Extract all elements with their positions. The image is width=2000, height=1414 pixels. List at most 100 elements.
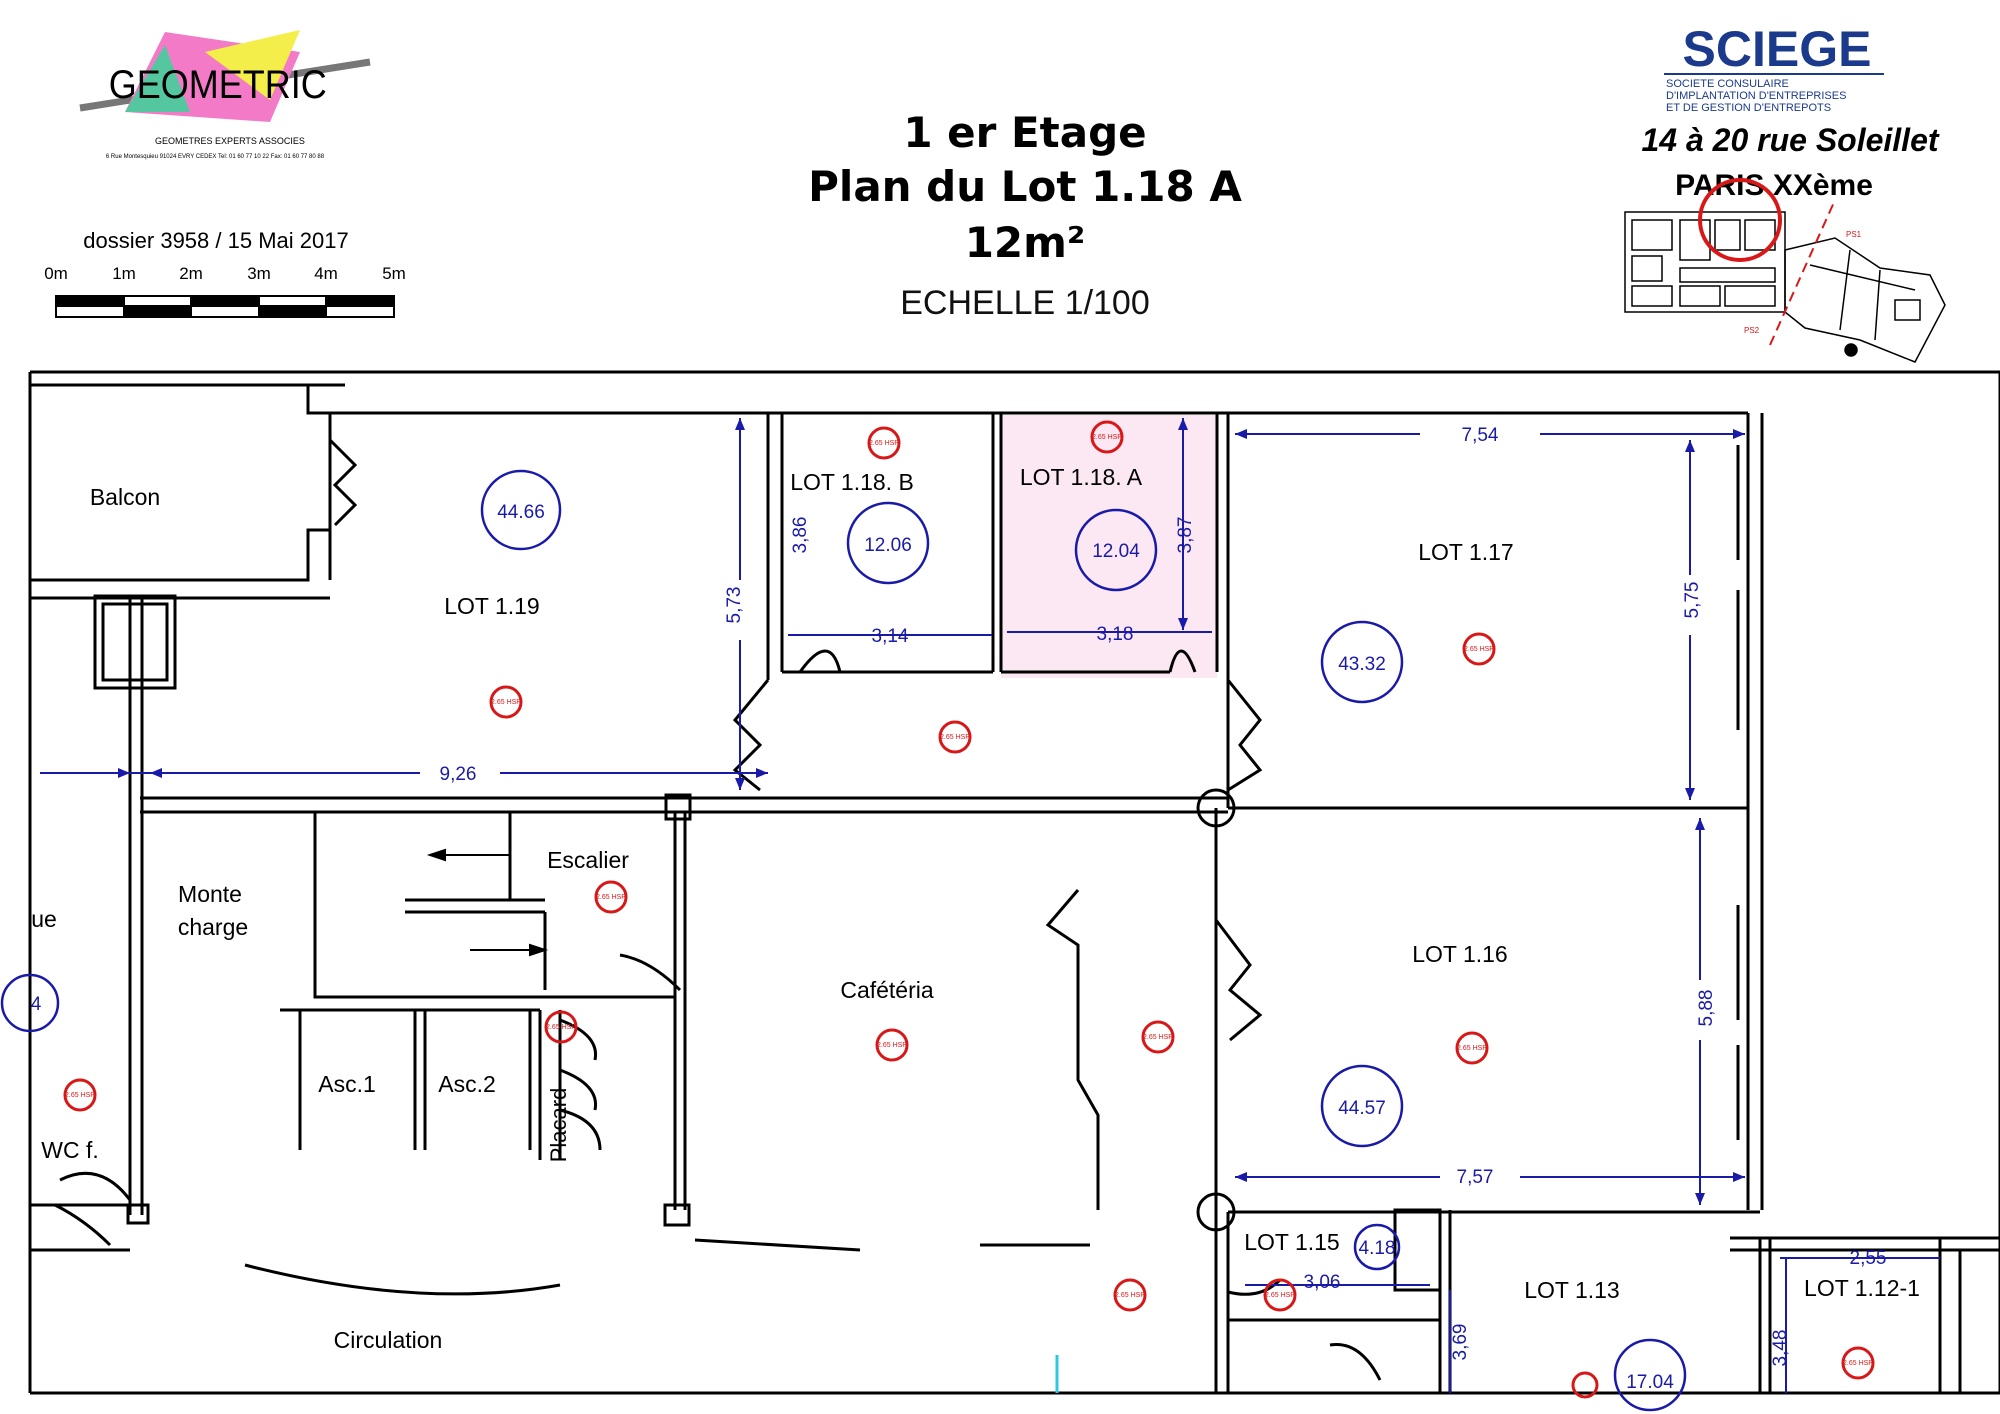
area-left-cut: 4 bbox=[31, 994, 42, 1015]
dim-386: 3,86 bbox=[790, 517, 811, 554]
room-labels: Balcon LOT 1.19 LOT 1.18. B LOT 1.18. A … bbox=[31, 464, 1920, 1353]
sciege-line1: SOCIETE CONSULAIRE bbox=[1666, 78, 1789, 90]
room-left-cut: ue bbox=[31, 906, 57, 932]
locator-highlight-circle bbox=[1698, 178, 1782, 262]
logo-green-shape bbox=[125, 45, 190, 112]
svg-text:2.65 HSP: 2.65 HSP bbox=[546, 1024, 576, 1031]
area-circle-lot118a bbox=[1074, 508, 1158, 592]
area-lot118a: 12.04 bbox=[1092, 541, 1140, 562]
svg-text:2.65 HSP: 2.65 HSP bbox=[1457, 1045, 1487, 1052]
plan-lot-title: Plan du Lot 1.18 A bbox=[808, 162, 1242, 211]
geometric-address: 6 Rue Montesquieu 91024 EVRY CEDEX Tel: … bbox=[106, 154, 325, 160]
area-lot119: 44.66 bbox=[497, 502, 545, 523]
room-monte: Monte bbox=[178, 881, 242, 907]
dim-369: 3,69 bbox=[1450, 1324, 1471, 1361]
dim-318: 3,18 bbox=[1097, 624, 1134, 645]
locator-label-ps1: PS1 bbox=[1846, 230, 1862, 239]
area-values: 44.66 12.06 12.04 43.32 44.57 4.18 17.04… bbox=[31, 502, 1674, 1393]
geometric-tagline: GEOMETRES EXPERTS ASSOCIES bbox=[155, 136, 305, 146]
scale-label-2: 2m bbox=[179, 264, 203, 283]
svg-text:2.65 HSP: 2.65 HSP bbox=[491, 699, 521, 706]
sciege-line3: ET DE GESTION D'ENTREPOTS bbox=[1666, 102, 1831, 114]
dimension-labels: 7,54 5,75 5,73 3,86 3,87 3,14 3,18 9,26 … bbox=[440, 425, 1887, 1366]
room-placard: Placard bbox=[546, 1088, 571, 1163]
column-1 bbox=[1196, 788, 1236, 828]
area-lot118b: 12.06 bbox=[864, 535, 912, 556]
area-lot117: 43.32 bbox=[1338, 654, 1386, 675]
scale-bar: dossier 3958 / 15 Mai 2017 0m 1m 2m 3m 4… bbox=[44, 228, 406, 318]
geometric-logo: GEOMETRIC GEOMETRES EXPERTS ASSOCIES 6 R… bbox=[79, 30, 371, 160]
sciege-line2: D'IMPLANTATION D'ENTREPRISES bbox=[1666, 90, 1846, 102]
dim-926: 9,26 bbox=[440, 764, 477, 785]
svg-text:2.65 HSP: 2.65 HSP bbox=[1092, 434, 1122, 441]
dim-754: 7,54 bbox=[1462, 425, 1499, 446]
room-lot113: LOT 1.13 bbox=[1524, 1277, 1619, 1303]
dim-575: 5,75 bbox=[1682, 582, 1703, 619]
sciege-name: SCIEGE bbox=[1683, 21, 1872, 77]
dossier-label: dossier 3958 / 15 Mai 2017 bbox=[83, 228, 348, 253]
room-escalier: Escalier bbox=[547, 847, 629, 873]
svg-text:2.65 HSP: 2.65 HSP bbox=[869, 440, 899, 447]
svg-text:2.65 HSP: 2.65 HSP bbox=[1843, 1360, 1873, 1367]
svg-text:2.65 HSP: 2.65 HSP bbox=[877, 1042, 907, 1049]
sciege-logo: SCIEGE SOCIETE CONSULAIRE D'IMPLANTATION… bbox=[1641, 21, 1939, 202]
area-lot113: 17.04 bbox=[1626, 1372, 1674, 1393]
plan-walls bbox=[28, 370, 2000, 1395]
area-circle-lot115 bbox=[1353, 1223, 1401, 1271]
dim-255: 2,55 bbox=[1850, 1248, 1887, 1269]
area-circle-left bbox=[0, 973, 60, 1033]
dim-306: 3,06 bbox=[1304, 1272, 1341, 1293]
scale-label-3: 3m bbox=[247, 264, 271, 283]
dim-573: 5,73 bbox=[724, 587, 745, 624]
scale-label-1: 1m bbox=[112, 264, 136, 283]
svg-text:2.65 HSP: 2.65 HSP bbox=[65, 1092, 95, 1099]
room-lot116: LOT 1.16 bbox=[1412, 941, 1507, 967]
area-lot115: 4.18 bbox=[1359, 1238, 1396, 1259]
svg-text:2.65 HSP: 2.65 HSP bbox=[1265, 1292, 1295, 1299]
svg-text:2.65 HSP: 2.65 HSP bbox=[1464, 646, 1494, 653]
height-marker-labels: 2.65 HSP 2.65 HSP 2.65 HSP 2.65 HSP 2.65… bbox=[65, 434, 1873, 1367]
dimension-arrowheads bbox=[118, 418, 1745, 1205]
area-circle-lot117 bbox=[1320, 620, 1404, 704]
room-lot119: LOT 1.19 bbox=[444, 593, 539, 619]
dim-348: 3,48 bbox=[1770, 1330, 1791, 1367]
room-balcon: Balcon bbox=[90, 484, 160, 510]
logo-yellow-shape bbox=[205, 30, 300, 100]
svg-text:2.65 HSP: 2.65 HSP bbox=[940, 734, 970, 741]
dim-387: 3,87 bbox=[1175, 517, 1196, 554]
room-asc2: Asc.2 bbox=[438, 1071, 496, 1097]
locator-label-ps2: PS2 bbox=[1744, 326, 1760, 335]
room-lot1121: LOT 1.12-1 bbox=[1804, 1275, 1920, 1301]
room-lot118b: LOT 1.18. B bbox=[790, 469, 914, 495]
area-circle-lot118b bbox=[846, 501, 930, 585]
area-circles bbox=[0, 469, 1687, 1412]
area-circle-lot119 bbox=[480, 469, 562, 551]
locator-map: PS1 PS2 bbox=[1624, 178, 1946, 363]
room-cafeteria: Cafétéria bbox=[840, 977, 934, 1003]
scale-label-4: 4m bbox=[314, 264, 338, 283]
dim-757: 7,57 bbox=[1457, 1167, 1494, 1188]
room-lot118a: LOT 1.18. A bbox=[1020, 464, 1143, 490]
svg-text:2.65 HSP: 2.65 HSP bbox=[1143, 1034, 1173, 1041]
room-wc: WC f. bbox=[41, 1137, 99, 1163]
scale-label-5: 5m bbox=[382, 264, 406, 283]
area-circle-lot113 bbox=[1613, 1338, 1687, 1412]
lot-118a-highlight bbox=[1001, 415, 1217, 678]
room-lot115: LOT 1.15 bbox=[1244, 1229, 1339, 1255]
room-charge: charge bbox=[178, 914, 248, 940]
stair-arrows bbox=[426, 848, 549, 957]
area-circle-lot116 bbox=[1320, 1064, 1404, 1148]
dim-314: 3,14 bbox=[872, 626, 909, 647]
room-lot117: LOT 1.17 bbox=[1418, 539, 1513, 565]
plan-floor-title: 1 er Etage bbox=[903, 108, 1147, 157]
plan-scale-text: ECHELLE 1/100 bbox=[900, 284, 1150, 322]
room-circulation: Circulation bbox=[334, 1327, 443, 1353]
svg-text:2.65 HSP: 2.65 HSP bbox=[596, 894, 626, 901]
plan-area-title: 12m² bbox=[964, 218, 1086, 267]
dim-588: 5,88 bbox=[1696, 990, 1717, 1027]
geometric-logo-text: GEOMETRIC bbox=[109, 63, 327, 107]
area-lot116: 44.57 bbox=[1338, 1098, 1386, 1119]
sciege-address: 14 à 20 rue Soleillet bbox=[1641, 122, 1939, 158]
svg-text:2.65 HSP: 2.65 HSP bbox=[1115, 1292, 1145, 1299]
